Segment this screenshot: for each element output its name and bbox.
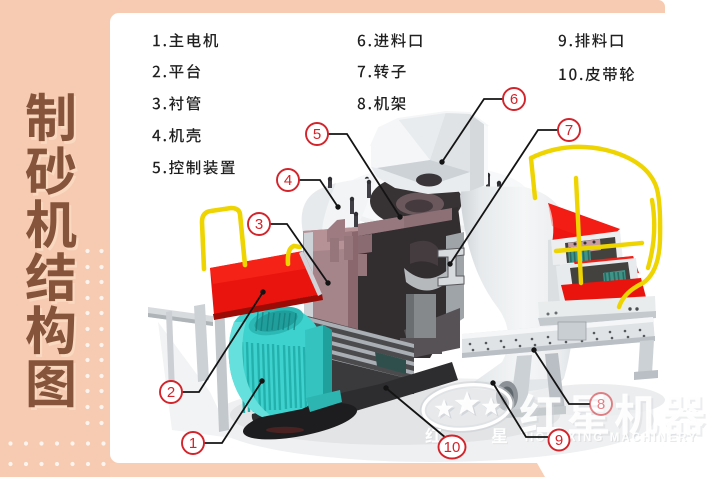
svg-text:3: 3 [255, 216, 263, 233]
svg-text:7: 7 [565, 122, 573, 139]
svg-text:4: 4 [284, 172, 292, 189]
svg-text:1: 1 [189, 435, 197, 452]
svg-text:9: 9 [555, 432, 563, 449]
svg-text:2: 2 [167, 384, 175, 401]
svg-text:5: 5 [313, 126, 321, 143]
svg-text:8: 8 [597, 396, 605, 413]
svg-text:6: 6 [510, 91, 518, 108]
svg-text:10: 10 [444, 439, 461, 456]
